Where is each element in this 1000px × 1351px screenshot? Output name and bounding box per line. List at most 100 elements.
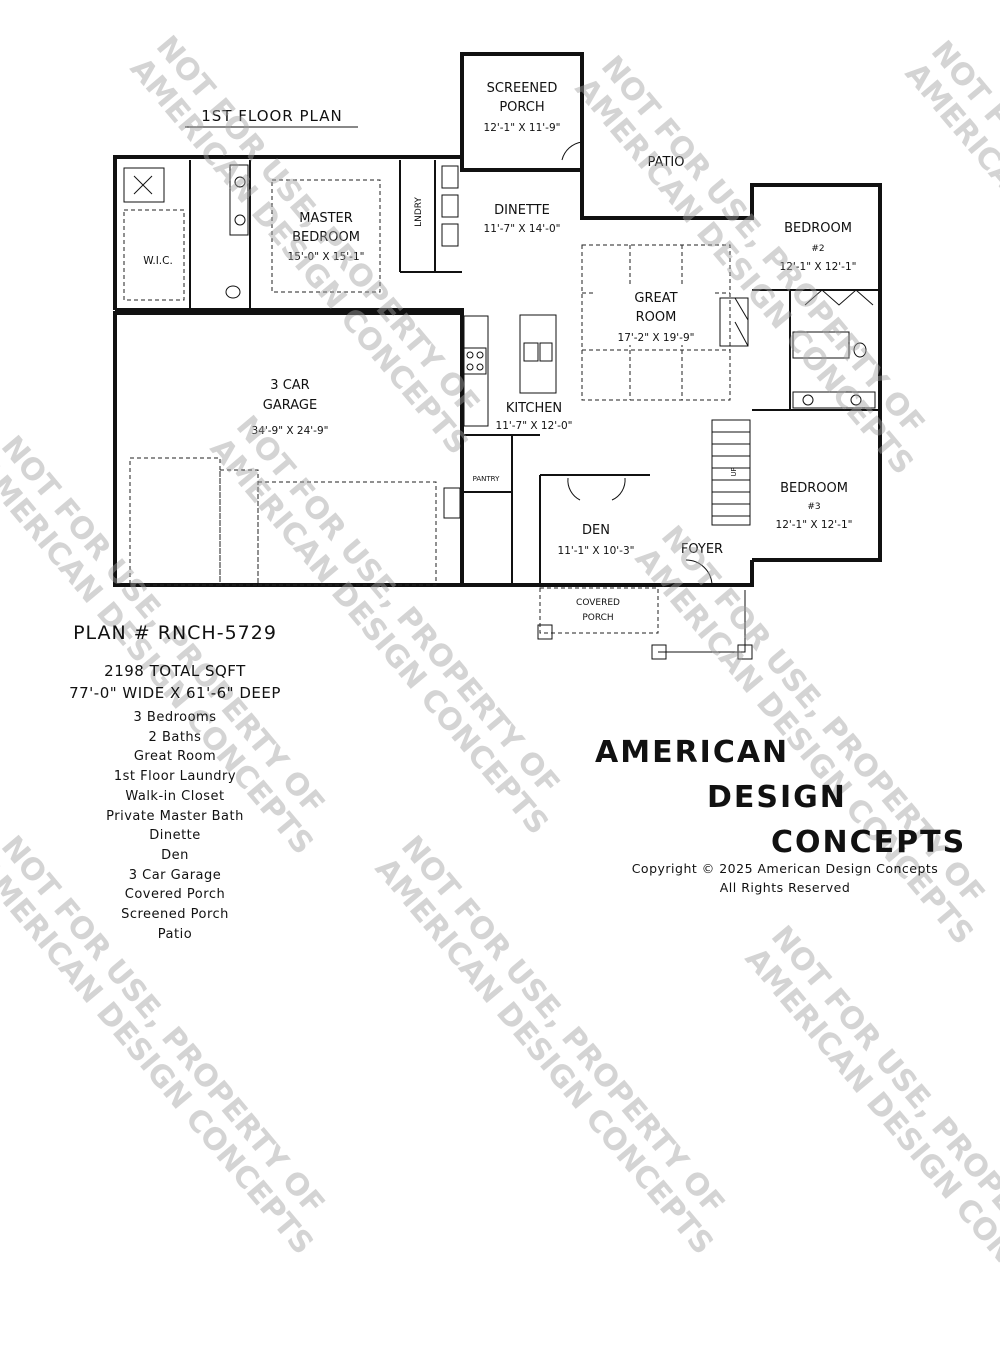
plan-size: 77'-0" WIDE X 61'-6" DEEP (69, 684, 281, 702)
bedroom-2-label: BEDROOM (784, 221, 852, 236)
interior-walls (189, 160, 880, 585)
den-label: DEN (582, 523, 610, 538)
plan-info-panel: PLAN # RNCH-5729 2198 TOTAL SQFT 77'-0" … (20, 622, 330, 944)
door-swing-icon (567, 477, 581, 501)
garage-door-right (257, 481, 437, 586)
feature-item: Den (161, 847, 189, 863)
master-bedroom-label: BEDROOM (292, 230, 360, 245)
brand-name-line: DESIGN (707, 780, 847, 815)
screened-porch-dimensions: 12'-1" X 11'-9" (484, 122, 561, 134)
toilet-icon (853, 342, 867, 358)
toilet-icon (225, 285, 241, 299)
wic-label: W.I.C. (143, 255, 173, 267)
garage-label: GARAGE (263, 398, 317, 413)
feature-item: 3 Car Garage (128, 867, 222, 883)
floor-plan-drawing: 1ST FLOOR PLAN W.I.C. MASTER BEDROOM 15' (113, 52, 882, 660)
brand-name-line: CONCEPTS (771, 825, 967, 860)
feature-item: Patio (157, 926, 193, 942)
covered-porch-label: COVERED (576, 598, 620, 608)
great-room-label: ROOM (636, 310, 677, 325)
vanity-counter (229, 164, 249, 236)
sink-icon (802, 394, 814, 406)
foyer-label: FOYER (681, 542, 723, 557)
garage-dimensions: 34'-9" X 24'-9" (252, 425, 329, 437)
patio-label: PATIO (648, 155, 685, 170)
bedroom-2-number: #2 (811, 244, 824, 254)
stair-direction-label: UP (730, 467, 738, 476)
kitchen-dimensions: 11'-7" X 12'-0" (496, 420, 573, 432)
kitchen-island (519, 314, 557, 394)
feature-item: Screened Porch (121, 907, 229, 923)
kitchen-sink-icon (523, 342, 539, 362)
door-swing-icon (611, 477, 626, 501)
fireplace-hatch (734, 297, 749, 321)
feature-item: Private Master Bath (106, 808, 244, 824)
total-sqft: 2198 TOTAL SQFT (104, 662, 246, 680)
great-room-label-backdrop (595, 285, 715, 345)
burner-icon (476, 363, 484, 371)
garage-label: 3 CAR (270, 378, 309, 393)
fireplace-hatch (734, 321, 749, 347)
sink-icon (850, 394, 862, 406)
feature-item: Walk-in Closet (125, 788, 225, 804)
great-room-label: GREAT (634, 291, 677, 306)
front-door-swing-icon (685, 559, 713, 586)
porch-railing (658, 590, 746, 653)
burner-icon (466, 363, 474, 371)
master-bedroom-label: MASTER (299, 211, 353, 226)
fireplace-icon (719, 297, 749, 347)
master-bedroom-dimensions: 15'-0" X 15'-1" (288, 251, 365, 263)
vanity-counter (792, 391, 876, 409)
closet-door-icon (804, 289, 874, 306)
stair-treads (712, 431, 750, 517)
plan-title: 1ST FLOOR PLAN (201, 107, 342, 125)
shower-stall (123, 167, 165, 203)
screened-porch-label: PORCH (499, 100, 544, 115)
feature-item: 3 Bedrooms (133, 710, 217, 725)
covered-porch-outline (539, 587, 659, 634)
door-swing-icon (561, 141, 583, 161)
bedroom-2-dimensions: 12'-1" X 12'-1" (780, 261, 857, 273)
burner-icon (476, 351, 484, 359)
great-room-dimensions: 17'-2" X 19'-9" (618, 332, 695, 344)
kitchen-label: KITCHEN (506, 401, 562, 416)
sink-icon (234, 176, 246, 188)
rights-text: All Rights Reserved (719, 880, 851, 895)
feature-item: 1st Floor Laundry (113, 769, 237, 785)
master-bedroom-rug (271, 179, 381, 293)
feature-item: 2 Baths (148, 729, 202, 745)
feature-item: Great Room (133, 749, 217, 765)
screened-porch-label: SCREENED (487, 81, 558, 96)
copyright-text: Copyright © 2025 American Design Concept… (631, 861, 939, 876)
burner-icon (466, 351, 474, 359)
laundry-label: LNDRY (414, 197, 424, 227)
range-icon (463, 347, 487, 375)
feature-item: Covered Porch (124, 887, 226, 903)
feature-item: Dinette (149, 828, 201, 844)
exterior-walls (113, 52, 882, 587)
garage-door-middle (219, 469, 259, 586)
pantry-label: PANTRY (473, 475, 500, 483)
wic-shelving (123, 209, 185, 301)
shower-mark (133, 175, 153, 195)
washer-icon (441, 165, 459, 189)
dryer-icon (441, 194, 459, 218)
covered-porch-label: PORCH (582, 613, 613, 623)
bedroom-3-dimensions: 12'-1" X 12'-1" (776, 519, 853, 531)
kitchen-sink-icon (539, 342, 553, 362)
plan-number: PLAN # RNCH-5729 (73, 622, 277, 644)
garage-door-left (129, 457, 221, 586)
den-dimensions: 11'-1" X 10'-3" (558, 545, 635, 557)
garage-steps (443, 487, 461, 519)
sink-icon (234, 214, 246, 226)
porch-column (737, 644, 753, 660)
stair-outline (711, 419, 751, 526)
laundry-sink-icon (441, 223, 459, 247)
bathtub-icon (792, 331, 850, 359)
porch-column (537, 624, 553, 640)
copyright-notice: Copyright © 2025 American Design Concept… (595, 859, 975, 897)
dinette-label: DINETTE (494, 203, 550, 218)
bedroom-3-label: BEDROOM (780, 481, 848, 496)
kitchen-counter (463, 315, 489, 427)
porch-column (651, 644, 667, 660)
